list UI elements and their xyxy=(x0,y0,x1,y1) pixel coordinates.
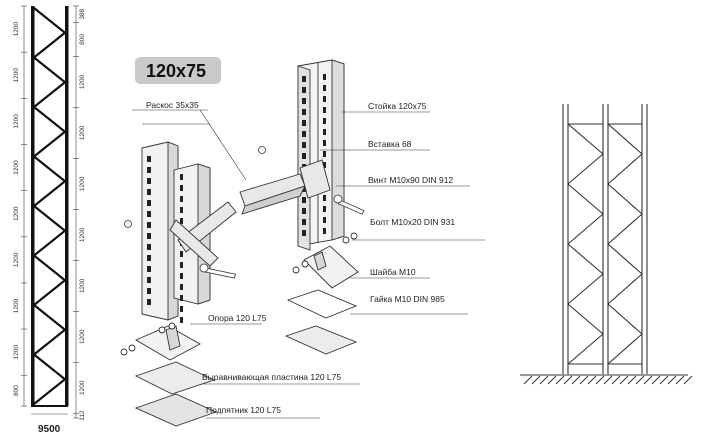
label-podpyatnik: Подпятник 120 L75 xyxy=(206,405,281,415)
left-dim-label: 800 xyxy=(13,385,20,396)
base-support-lower xyxy=(120,322,218,427)
profile-badge-text: 120x75 xyxy=(146,61,206,81)
right-dim-label: 1200 xyxy=(79,176,86,191)
nut-small-left xyxy=(124,220,132,228)
label-stoika: Стойка 120x75 xyxy=(368,101,427,111)
right-dim-label: 1200 xyxy=(79,380,86,395)
frame-elevation-right xyxy=(562,104,648,374)
left-dim-label: 1200 xyxy=(13,252,20,267)
right-dim-label: 112 xyxy=(79,410,86,421)
left-dim-label: 1200 xyxy=(13,206,20,221)
label-bolt: Болт М10x20 DIN 931 xyxy=(370,217,455,227)
base-support-upper xyxy=(284,232,359,355)
floor-line xyxy=(520,374,693,385)
left-dim-label: 1200 xyxy=(13,298,20,313)
label-raskos: Раскос 35x35 xyxy=(146,100,199,110)
left-dim-label: 1200 xyxy=(13,21,20,36)
label-plastina: Выравнивающая пластина 120 L75 xyxy=(202,372,341,382)
left-dim-label: 1200 xyxy=(13,114,20,129)
bracing-member xyxy=(169,159,331,267)
right-dim-label: 388 xyxy=(79,8,86,19)
nut-small xyxy=(258,146,266,154)
right-dim-label: 800 xyxy=(79,34,86,45)
left-dim-label: 1200 xyxy=(13,345,20,360)
right-dim-label: 1200 xyxy=(79,329,86,344)
frame-elevation-left: 1200 1200 1200 1200 1200 1200 1200 1200 800 388 8… xyxy=(13,5,86,435)
profile-badge xyxy=(135,57,221,84)
right-dim-label: 1200 xyxy=(79,278,86,293)
right-dim-label: 1200 xyxy=(79,227,86,242)
label-opora: Опора 120 L75 xyxy=(208,313,267,323)
label-shaiba: Шайба М10 xyxy=(370,267,416,277)
right-dim-label: 1200 xyxy=(79,125,86,140)
exploded-assembly-view: 120x75 xyxy=(120,57,485,427)
left-dim-label: 1200 xyxy=(13,160,20,175)
right-dim-label: 1200 xyxy=(79,74,86,89)
label-vstavka: Вставка 68 xyxy=(368,139,412,149)
left-dim-label: 1200 xyxy=(13,68,20,83)
bolt-lower xyxy=(199,263,236,279)
bolt-m10x90 xyxy=(333,194,365,215)
label-gaika: Гайка М10 DIN 985 xyxy=(370,294,445,304)
label-vint: Винт М10x90 DIN 912 xyxy=(368,175,453,185)
frame-depth-label: 9500 xyxy=(38,424,61,435)
